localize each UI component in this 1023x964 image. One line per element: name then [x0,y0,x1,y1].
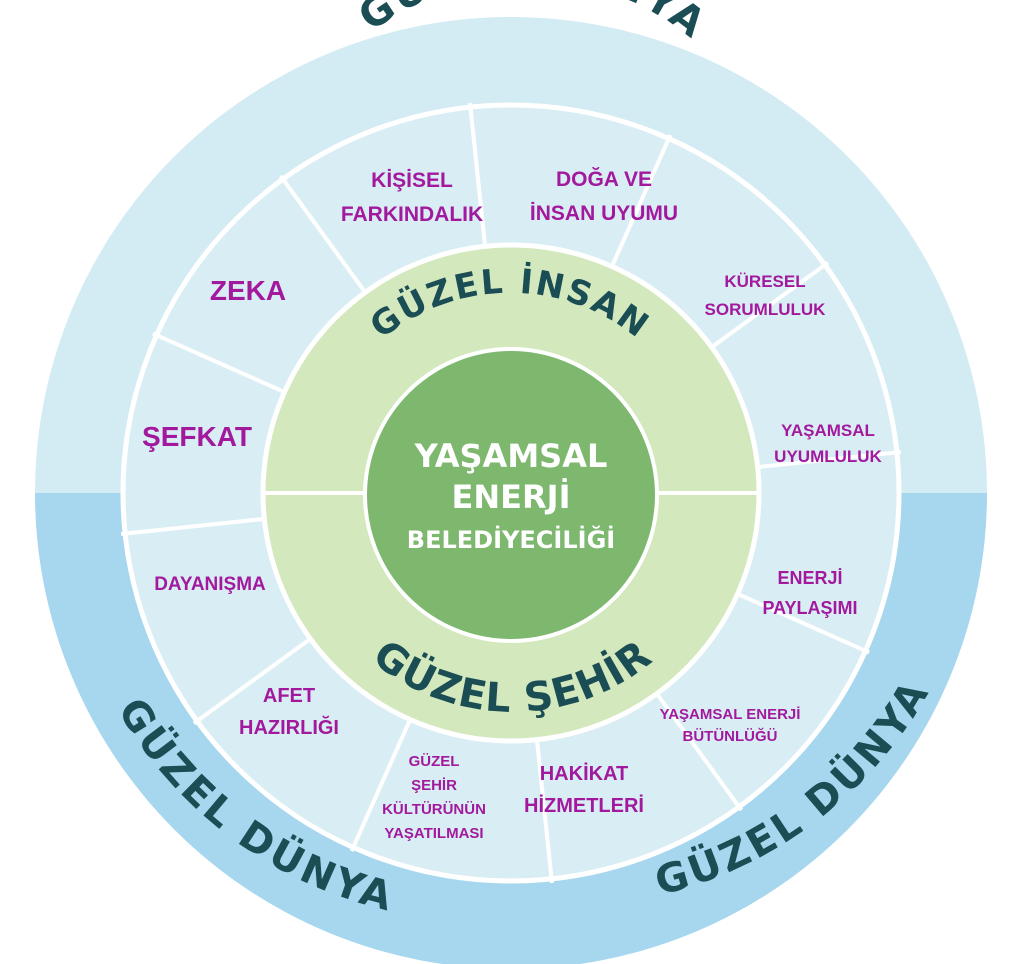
segment-label-line: YAŞAMSAL ENERJİ [660,706,801,723]
segment-divider [534,737,554,884]
segment-label-enerji-paylasimi: ENERJİ PAYLAŞIMI [762,568,857,618]
segment-divider [734,591,870,655]
segment-label-line: HİZMETLERİ [524,794,644,817]
segment-label-zeka: ZEKA [210,275,286,306]
segment-label-hakikat-hizmetleri: HAKİKAT HİZMETLERİ [524,762,644,817]
segment-label-dayanisma: DAYANIŞMA [154,574,266,595]
segment-divider [653,690,744,812]
segment-label-line: DOĞA VE [556,167,652,191]
segment-divider [152,331,288,395]
segment-label-line: BÜTÜNLÜĞÜ [683,727,778,745]
segment-label-line: UYUMLULUK [774,447,882,466]
segment-labels: KİŞİSEL FARKINDALIK DOĞA VE İNSAN UYUMU KÜRE… [142,167,883,842]
segment-label-line: FARKINDALIK [341,203,483,226]
segment-label-doga-ve-insan-uyumu: DOĞA VE İNSAN UYUMU [530,167,678,225]
segment-label-line: SORUMLULUK [705,300,827,319]
segment-label-line: KÜRESEL [724,272,805,291]
segment-divider [609,134,673,270]
segment-label-line: ENERJİ [777,568,842,588]
segment-divider [349,716,413,852]
segment-dividers [120,102,902,884]
center-line-1: YAŞAMSAL [414,437,608,475]
segment-label-line: KÜLTÜRÜNÜN [382,801,486,818]
segment-label-sefkat: ŞEFKAT [142,421,252,452]
segment-divider [468,102,488,249]
segment-divider [278,174,369,296]
segment-divider [192,635,314,726]
segment-label-yasamsal-enerji-butunlugu: YAŞAMSAL ENERJİ BÜTÜNLÜĞÜ [660,706,801,745]
segment-label-line: YAŞATILMASI [384,825,483,842]
center-line-2: ENERJİ [452,478,571,516]
segment-label-yasamsal-uyumluluk: YAŞAMSAL UYUMLULUK [774,421,882,466]
segment-divider [708,260,830,351]
segment-divider [120,516,267,536]
segment-label-line: HAKİKAT [540,762,629,785]
segment-label-line: ZEKA [210,275,286,306]
segment-divider [755,450,902,470]
segment-label-kisisel-farkindalik: KİŞİSEL FARKINDALIK [341,169,483,226]
segment-label-line: KİŞİSEL [371,169,453,192]
segment-label-line: ŞEFKAT [142,421,252,452]
segment-label-line: GÜZEL [409,753,460,770]
segment-label-line: YAŞAMSAL [781,421,875,440]
segment-label-line: ŞEHİR [411,777,457,794]
segment-label-afet-hazirligi: AFET HAZIRLIĞI [239,685,339,739]
segment-label-kuresel-sorumluluk: KÜRESEL SORUMLULUK [705,272,827,319]
center-line-3: BELEDİYECİLİĞİ [407,524,615,554]
segment-label-guzel-sehir-kulturunun-yasatilmasi: GÜZEL ŞEHİR KÜLTÜRÜNÜN YAŞATILMASI [382,753,486,842]
segment-label-line: İNSAN UYUMU [530,202,678,225]
segment-label-line: DAYANIŞMA [154,574,266,595]
center-circle [363,347,659,643]
segment-label-line: HAZIRLIĞI [239,715,339,739]
segment-label-line: AFET [263,685,315,707]
segment-label-line: PAYLAŞIMI [762,598,857,618]
